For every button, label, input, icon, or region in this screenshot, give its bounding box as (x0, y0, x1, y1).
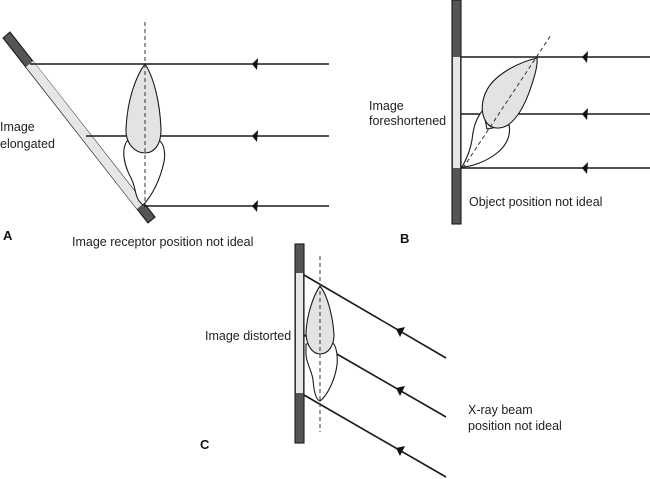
panel-b-side-label-line-2: foreshortened (369, 114, 446, 128)
panel-a-arrowhead-1 (252, 58, 258, 70)
panel-b-letter: B (400, 231, 409, 246)
panel-c-arrowhead-3 (396, 446, 405, 456)
panel-a-tooth (123, 63, 166, 206)
panel-c-tooth (305, 285, 338, 402)
panel-c-caption-line-1: X-ray beam (468, 403, 533, 417)
panel-b-caption: Object position not ideal (469, 195, 602, 209)
panel-c-image-receptor (294, 243, 305, 444)
panel-a-arrowhead-2 (252, 130, 258, 142)
panel-b-side-label-line-1: Image (369, 99, 404, 113)
panel-b-tooth (461, 57, 538, 168)
panel-c-arrowhead-1 (396, 327, 405, 337)
panel-b-arrowhead-1 (582, 51, 588, 63)
panel-a-letter: A (3, 228, 13, 243)
panel-b-long-axis (462, 34, 552, 169)
panel-a-arrowhead-3 (252, 200, 258, 212)
panel-a-image-receptor (2, 31, 156, 224)
panel-c-beam-1 (303, 274, 447, 359)
panel-b-image-receptor (451, 0, 462, 225)
panel-c: Image distorted X-ray beam position not … (200, 243, 562, 478)
panel-a-caption: Image receptor position not ideal (72, 235, 253, 249)
panel-b-arrowhead-2 (582, 108, 588, 120)
panel-b-arrowhead-3 (582, 162, 588, 174)
panel-a-side-label-line-2: elongated (0, 137, 55, 151)
panel-a-side-label-line-1: Image (0, 120, 35, 134)
panel-c-beam-3 (303, 394, 447, 478)
panel-b: Image foreshortened Object position not … (369, 0, 650, 246)
panel-c-letter: C (200, 437, 210, 452)
panel-c-caption-line-2: position not ideal (468, 419, 562, 433)
panel-a: Image elongated A Image receptor positio… (0, 22, 329, 249)
panel-c-side-label: Image distorted (205, 329, 291, 343)
panel-c-arrowhead-2 (396, 386, 405, 396)
